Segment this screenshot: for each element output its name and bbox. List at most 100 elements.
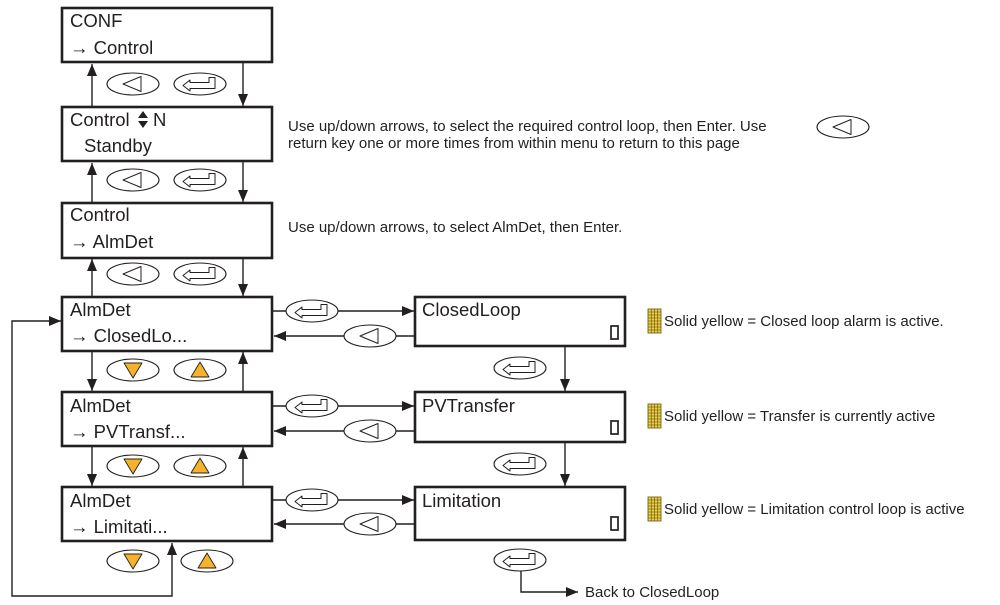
legend-closedloop: Solid yellow = Closed loop alarm is acti… (664, 313, 944, 330)
screen-almdet-closedloop: AlmDet → ClosedLo... (60, 295, 274, 353)
arrow-closedloop-item-to-pvtransfer-item-arrowhead (87, 379, 97, 391)
enter-arrow-glyph (294, 304, 328, 319)
screen-limitation-title: Limitation (422, 490, 501, 511)
up-key-icon (180, 549, 234, 573)
screen-control-menu-line1: Control (70, 204, 130, 225)
screen-almdet-limitation-line1: AlmDet (70, 490, 131, 511)
screen-limitation: Limitation (413, 485, 627, 542)
enter-key-icon (173, 72, 227, 96)
screen-control-menu-line2: → AlmDet (70, 231, 153, 252)
note-control-loop-line1: Use up/down arrows, to select the requir… (288, 118, 767, 135)
arrow-control-menu-to-control-loop-arrowhead (87, 163, 97, 175)
arrow-wrap-to-almdet-closedloop (11, 316, 177, 597)
arrow-wrap-to-almdet-closedloop-start-arrowhead (167, 543, 177, 555)
up-triangle-glyph (190, 361, 210, 378)
enter-arrow-glyph (502, 553, 536, 568)
down-key-icon (106, 358, 160, 382)
arrow-pvtransfer-to-limitation (560, 443, 570, 486)
up-key-icon (173, 358, 227, 382)
key-layer (106, 72, 870, 573)
down-triangle-glyph (123, 458, 143, 475)
arrow-conf-to-control-loop-arrowhead (238, 94, 248, 106)
alarm-indicator-icon (610, 325, 619, 340)
screen-almdet-closedloop-frame (60, 295, 274, 353)
arrow-pvtransfer-item-to-closedloop-item-arrowhead (238, 352, 248, 364)
back-key-icon (343, 419, 397, 443)
arrow-back-to-closedloop-arrowhead (566, 587, 578, 597)
arrow-back-to-closedloop-line (520, 571, 578, 593)
up-arrow-icon (138, 111, 148, 118)
legend-pvtransfer: Solid yellow = Transfer is currently act… (664, 408, 935, 425)
solid-yellow-swatch-icon (647, 308, 662, 334)
screen-control-loop-frame (60, 105, 274, 163)
arrow-control-loop-to-conf-arrowhead (87, 64, 97, 76)
back-key-icon (343, 512, 397, 536)
alarm-indicator-icon (610, 516, 619, 531)
screen-conf-frame (60, 6, 274, 64)
arrow-control-loop-to-control-menu (238, 162, 248, 202)
down-triangle-glyph (123, 553, 143, 570)
back-key-icon (106, 262, 160, 286)
down-arrow-icon (138, 121, 148, 128)
note-almdet: Use up/down arrows, to select AlmDet, th… (288, 219, 622, 236)
arrow-control-menu-to-control-loop (87, 163, 97, 203)
arrow-almdet-to-control-menu-arrowhead (87, 259, 97, 271)
arrow-limitation-item-to-pvtransfer-item-arrowhead (238, 447, 248, 459)
screen-almdet-pvtransfer-line2: → PVTransf... (70, 421, 185, 442)
screen-almdet-limitation-line2: → Limitati... (70, 516, 168, 537)
screen-closedloop-frame (413, 295, 627, 348)
screen-conf-line1: CONF (70, 10, 122, 31)
arrow-wrap-to-almdet-closedloop-arrowhead (49, 316, 61, 326)
arrow-closedloop-to-pvtransfer (560, 347, 570, 391)
back-arrow-glyph (832, 119, 852, 135)
enter-arrow-glyph (502, 361, 536, 376)
legend-limitation: Solid yellow = Limitation control loop i… (664, 501, 965, 518)
arrow-pvtransfer-item-to-closedloop-item (238, 352, 248, 392)
back-key-icon (343, 324, 397, 348)
back-key-icon (816, 115, 870, 139)
alarm-indicator-icon (610, 420, 619, 435)
arrow-enter-closedloop-arrowhead (402, 306, 414, 316)
enter-key-icon (285, 488, 339, 512)
enter-arrow-glyph (182, 173, 216, 188)
solid-yellow-swatch-icon (647, 496, 662, 522)
screen-control-menu-frame (60, 201, 274, 260)
enter-key-icon (493, 356, 547, 380)
up-triangle-glyph (190, 457, 210, 474)
screen-pvtransfer-frame (413, 390, 627, 444)
screen-closedloop: ClosedLoop (413, 295, 627, 348)
enter-key-icon (493, 548, 547, 572)
up-triangle-glyph (197, 552, 217, 569)
down-key-icon (106, 454, 160, 478)
up-down-arrows-icon (138, 111, 148, 128)
arrow-pvtransfer-to-limitation-arrowhead (560, 474, 570, 486)
screen-limitation-frame (413, 485, 627, 542)
solid-yellow-swatch-icon (647, 403, 662, 429)
arrow-enter-pvtransfer-arrowhead (402, 401, 414, 411)
back-arrow-glyph (359, 328, 379, 344)
back-arrow-glyph (122, 266, 142, 282)
arrow-conf-to-control-loop (238, 63, 248, 106)
arrow-back-from-limitation-arrowhead (274, 519, 286, 529)
screen-control-loop: Control N Standby (60, 105, 274, 163)
back-arrow-glyph (122, 76, 142, 92)
enter-arrow-glyph (182, 267, 216, 282)
screen-pvtransfer-title: PVTransfer (422, 395, 515, 416)
arrow-wrap-to-almdet-closedloop-line (11, 320, 173, 597)
screen-almdet-pvtransfer-line1: AlmDet (70, 395, 131, 416)
enter-key-icon (173, 262, 227, 286)
enter-key-icon (285, 394, 339, 418)
screen-conf: CONF → Control (60, 6, 274, 64)
arrow-control-menu-to-almdet (238, 259, 248, 296)
arrow-enter-limitation-arrowhead (402, 495, 414, 505)
arrow-back-from-pvtransfer-arrowhead (274, 426, 286, 436)
arrow-control-loop-to-control-menu-arrowhead (238, 190, 248, 202)
enter-key-icon (285, 299, 339, 323)
screen-control-loop-line2: Standby (84, 135, 153, 156)
arrow-pvtransfer-item-to-limitation-item-arrowhead (87, 474, 97, 486)
arrow-control-menu-to-almdet-arrowhead (238, 284, 248, 296)
enter-arrow-glyph (294, 399, 328, 414)
arrow-control-loop-to-conf (87, 64, 97, 107)
enter-arrow-glyph (502, 457, 536, 472)
